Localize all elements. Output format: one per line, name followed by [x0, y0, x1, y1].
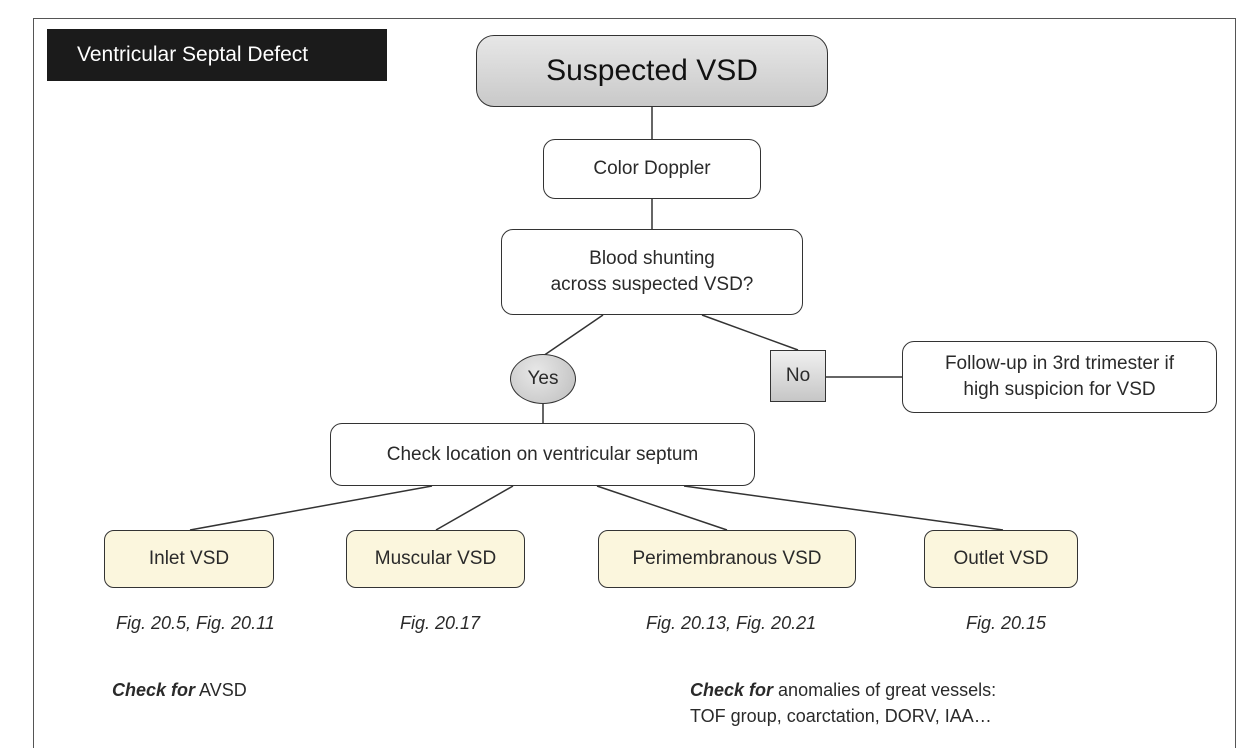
- title-tag-text: Ventricular Septal Defect: [77, 43, 309, 66]
- link-shunting-no: [701, 314, 799, 351]
- inlet-vsd-label: Inlet VSD: [148, 548, 230, 569]
- suspected-vsd-label: Suspected VSD: [546, 54, 758, 87]
- check-location-node: Check location on ventricular septum: [330, 423, 755, 486]
- yes-node: Yes: [510, 354, 576, 404]
- no-node: No: [770, 350, 826, 402]
- follow-up-node: Follow-up in 3rd trimester if high suspi…: [902, 341, 1217, 413]
- inlet-vsd-node: Inlet VSD: [104, 530, 274, 588]
- link-location-outlet: [683, 485, 1004, 531]
- link-shunting-yes: [542, 314, 604, 357]
- inlet-figure-ref: Fig. 20.5, Fig. 20.11: [116, 613, 275, 633]
- follow-up-line1: Follow-up in 3rd trimester if: [944, 353, 1175, 374]
- blood-shunting-node: Blood shunting across suspected VSD?: [501, 229, 803, 315]
- perimembranous-figure-ref: Fig. 20.13, Fig. 20.21: [646, 613, 817, 633]
- suspected-vsd-node: Suspected VSD: [476, 35, 828, 107]
- check-location-label: Check location on ventricular septum: [386, 443, 699, 465]
- outlet-vsd-node: Outlet VSD: [924, 530, 1078, 588]
- check-for-avsd-bold: Check for: [112, 680, 196, 700]
- outlet-vsd-label: Outlet VSD: [953, 548, 1049, 569]
- check-for-great-vessels-line2: TOF group, coarctation, DORV, IAA…: [690, 706, 992, 726]
- muscular-figure-ref: Fig. 20.17: [400, 613, 481, 633]
- outlet-figure-ref: Fig. 20.15: [966, 613, 1047, 633]
- diagram-frame: [33, 18, 1236, 748]
- no-label: No: [785, 365, 811, 386]
- check-for-great-vessels-note: Check for anomalies of great vessels: TO…: [690, 677, 996, 729]
- blood-shunting-line1: Blood shunting: [589, 248, 715, 269]
- check-for-avsd-text: AVSD: [199, 680, 247, 700]
- title-tag: Ventricular Septal Defect: [47, 29, 387, 81]
- muscular-vsd-node: Muscular VSD: [346, 530, 525, 588]
- muscular-vsd-label: Muscular VSD: [374, 548, 497, 569]
- color-doppler-node: Color Doppler: [543, 139, 761, 199]
- link-location-inlet: [189, 485, 433, 531]
- link-location-perimembranous: [596, 485, 728, 531]
- perimembranous-vsd-label: Perimembranous VSD: [632, 548, 822, 569]
- follow-up-line2: high suspicion for VSD: [963, 379, 1156, 400]
- check-for-great-vessels-text: anomalies of great vessels:: [778, 680, 997, 700]
- color-doppler-label: Color Doppler: [593, 158, 711, 179]
- perimembranous-vsd-node: Perimembranous VSD: [598, 530, 856, 588]
- blood-shunting-line2: across suspected VSD?: [550, 274, 754, 295]
- check-for-great-vessels-bold: Check for: [690, 680, 774, 700]
- check-for-avsd-note: Check for AVSD: [112, 677, 247, 703]
- link-location-muscular: [435, 485, 514, 531]
- yes-label: Yes: [527, 368, 559, 389]
